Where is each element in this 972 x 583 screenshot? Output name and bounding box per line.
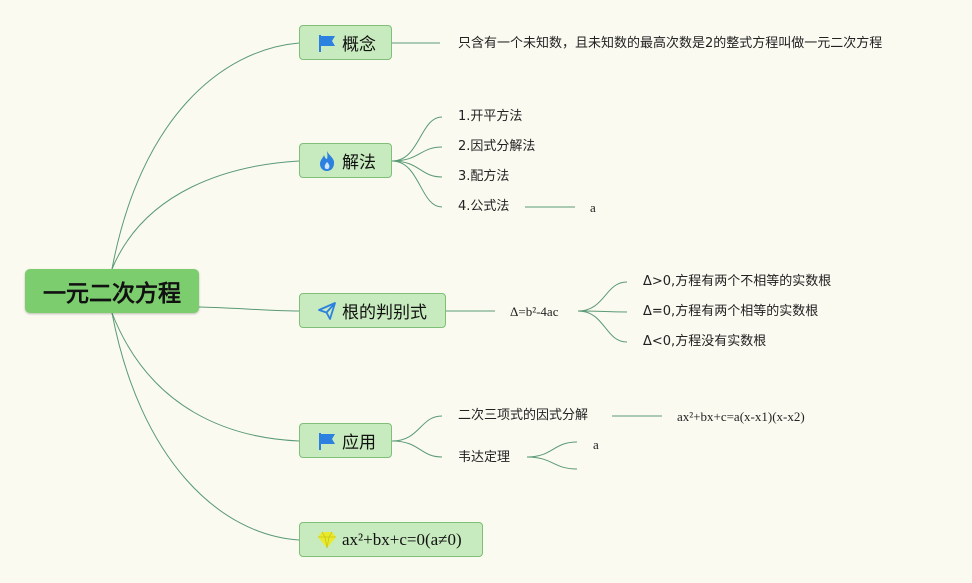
branch-general-form[interactable]: ax²+bx+c=0(a≠0) [299, 522, 483, 557]
branch-application[interactable]: 应用 [299, 423, 392, 458]
branch-concept-label: 概念 [342, 35, 376, 55]
method-item: 3.配方法 [458, 169, 510, 184]
method-item: 2.因式分解法 [458, 139, 536, 154]
method-item: 4.公式法 [458, 199, 510, 214]
branch-methods-label: 解法 [342, 153, 376, 173]
branch-general-form-label: ax²+bx+c=0(a≠0) [342, 529, 462, 549]
branch-discriminant[interactable]: 根的判别式 [299, 293, 446, 328]
flag-icon [316, 430, 338, 452]
application-factor-formula: ax²+bx+c=a(x-x1)(x-x2) [677, 409, 805, 424]
formula-method-leaf: a [590, 200, 596, 215]
discriminant-case: Δ>0,方程有两个不相等的实数根 [643, 274, 832, 289]
discriminant-case: Δ<0,方程没有实数根 [643, 334, 767, 349]
vieta-leaf: a [593, 437, 599, 452]
branch-discriminant-label: 根的判别式 [342, 303, 427, 323]
root-node[interactable]: 一元二次方程 [25, 269, 199, 313]
concept-detail: 只含有一个未知数，且未知数的最高次数是2的整式方程叫做一元二次方程 [458, 36, 883, 51]
fire-icon [316, 150, 338, 172]
discriminant-formula: Δ=b²-4ac [510, 304, 559, 319]
root-label: 一元二次方程 [43, 281, 181, 307]
gem-icon [316, 529, 338, 551]
flag-icon [316, 32, 338, 54]
branch-methods[interactable]: 解法 [299, 143, 392, 178]
branch-concept[interactable]: 概念 [299, 25, 392, 60]
application-factor-label: 二次三项式的因式分解 [458, 408, 589, 423]
paper-plane-icon [316, 300, 338, 322]
method-item: 1.开平方法 [458, 109, 523, 124]
application-vieta-label: 韦达定理 [458, 450, 511, 465]
branch-application-label: 应用 [342, 433, 376, 453]
discriminant-case: Δ=0,方程有两个相等的实数根 [643, 304, 819, 319]
